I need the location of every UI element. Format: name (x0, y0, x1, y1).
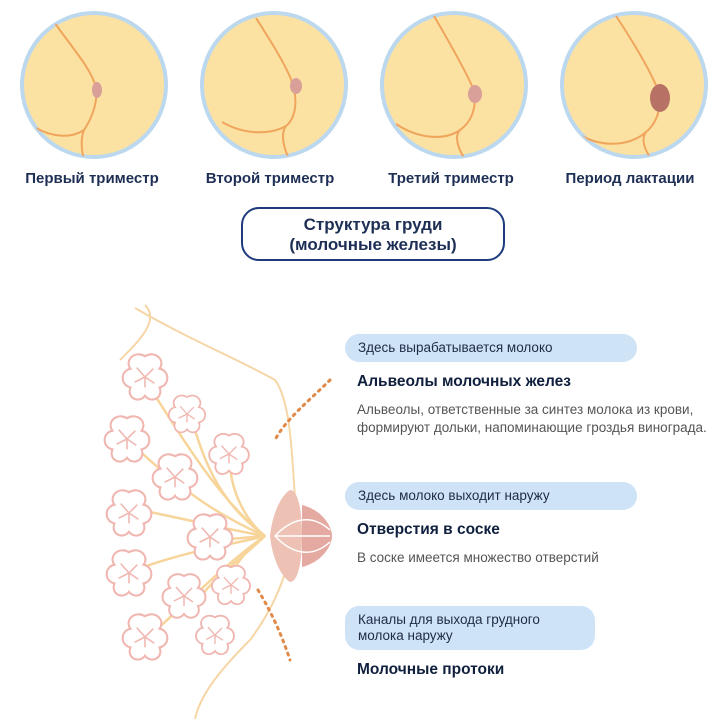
stage-illustration-second (194, 10, 354, 160)
info-nipple-openings: Здесь молоко выходит наружу Отверстия в … (345, 482, 717, 567)
info-milk-ducts: Каналы для выхода грудного молока наружу… (345, 606, 717, 679)
info-milk-ducts-badge: Каналы для выхода грудного молока наружу (345, 606, 595, 650)
info-nipple-openings-badge: Здесь молоко выходит наружу (345, 482, 637, 510)
breast-icon (20, 11, 168, 159)
stage-label-lactation: Период лактации (565, 170, 695, 187)
info-alveoli-description: Альвеолы, ответственные за синтез молока… (357, 402, 707, 435)
stage-label-first: Первый триместр (25, 170, 159, 187)
info-milk-ducts-title: Молочные протоки (357, 661, 505, 678)
info-alveoli-badge: Здесь вырабатывается молоко (345, 334, 637, 362)
breast-icon (380, 11, 528, 159)
stages-row: Первый триместр Второй триместр Третий т… (0, 0, 727, 300)
section-title-box: Структура груди (молочные железы) (241, 207, 505, 261)
stage-label-second: Второй триместр (205, 170, 335, 187)
stage-illustration-third (374, 10, 534, 160)
breast-icon (560, 11, 708, 159)
info-nipple-openings-description: В соске имеется множество отверстий (357, 550, 599, 565)
breast-structure-diagram (80, 300, 360, 720)
section-title-line2: (молочные железы) (289, 235, 457, 254)
mammary-gland-illustration (103, 304, 332, 720)
breast-icon (200, 11, 348, 159)
info-nipple-openings-title: Отверстия в соске (357, 521, 500, 538)
stage-label-third: Третий триместр (388, 170, 514, 187)
section-title-line1: Структура груди (303, 215, 443, 234)
stage-illustration-lactation (554, 10, 714, 160)
stage-illustration-first (14, 10, 174, 160)
info-alveoli: Здесь вырабатывается молоко Альвеолы мол… (345, 334, 717, 437)
info-alveoli-title: Альвеолы молочных желез (357, 373, 571, 390)
nipple-icon (270, 490, 332, 582)
